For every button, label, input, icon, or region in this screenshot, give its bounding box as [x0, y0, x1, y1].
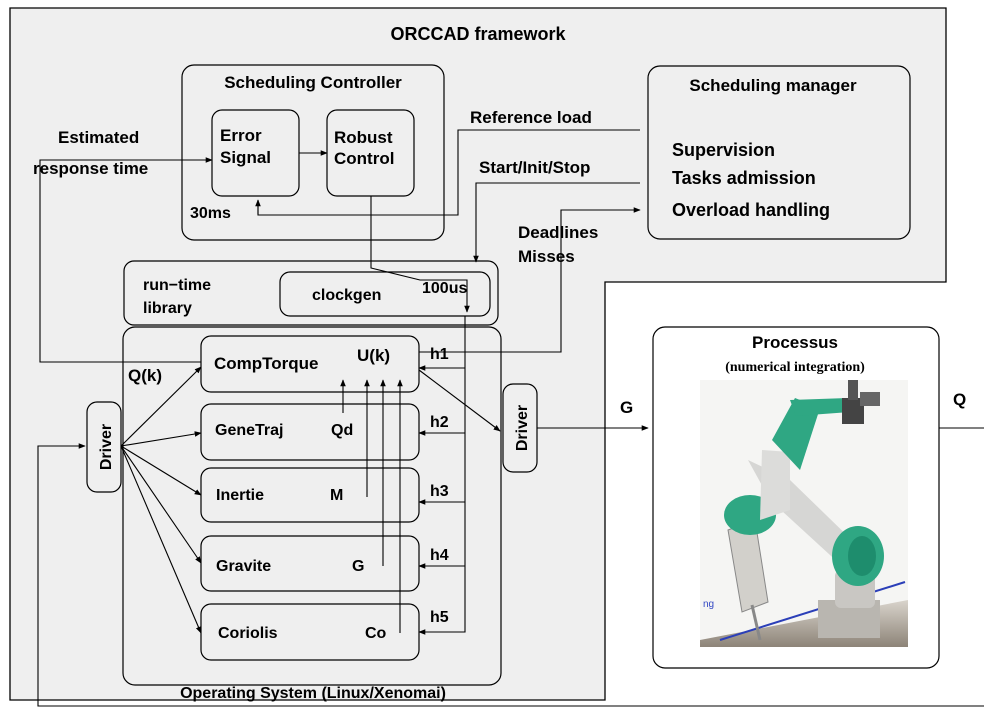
task-name-comptorque: CompTorque	[214, 354, 319, 373]
clock-label-h2: h2	[430, 414, 449, 431]
reference-load-label: Reference load	[470, 108, 592, 127]
driver-left-label: Driver	[98, 424, 115, 470]
clock-label-h1: h1	[430, 346, 449, 363]
runtime-library-label-1: run−time	[143, 277, 211, 294]
robot-arm-image: ng	[700, 380, 908, 647]
robust-control-label-2: Control	[334, 149, 394, 168]
estimated-response-label-1: Estimated	[58, 128, 139, 147]
processus-title: Processus	[752, 333, 838, 352]
robust-control-label-1: Robust	[334, 128, 393, 147]
manager-item-supervision: Supervision	[672, 140, 775, 160]
clock-label-h3: h3	[430, 483, 449, 500]
framework-region	[9, 7, 947, 701]
error-signal-label-1: Error	[220, 126, 262, 145]
connections	[37, 129, 984, 707]
runtime-library-box	[123, 260, 499, 326]
framework-title: ORCCAD framework	[390, 24, 566, 44]
controller-period-label: 30ms	[190, 205, 231, 222]
error-signal-label-2: Signal	[220, 148, 271, 167]
processus-subtitle: (numerical integration)	[725, 360, 865, 375]
task-output-coriolis: Co	[365, 625, 387, 642]
photo-caption-text: ng	[703, 599, 714, 610]
scheduling-controller-title: Scheduling Controller	[224, 73, 402, 92]
task-name-coriolis: Coriolis	[218, 625, 278, 642]
clockgen-box	[279, 271, 491, 317]
clockgen-label: clockgen	[312, 287, 381, 304]
driver-right-label: Driver	[514, 405, 531, 451]
task-box-comptorque	[200, 335, 420, 393]
task-output-genetraj: Qd	[331, 422, 353, 439]
task-name-gravite: Gravite	[216, 558, 271, 575]
deadlines-label-1: Deadlines	[518, 223, 598, 242]
clock-label-h5: h5	[430, 609, 449, 626]
runtime-library-label-2: library	[143, 300, 192, 317]
task-name-genetraj: GeneTraj	[215, 422, 283, 439]
scheduling-manager-box	[647, 65, 911, 240]
deadlines-label-2: Misses	[518, 247, 575, 266]
clockgen-period-label: 100us	[422, 280, 467, 297]
manager-item-tasks-admission: Tasks admission	[672, 168, 816, 188]
task-name-inertie: Inertie	[216, 487, 264, 504]
operating-system-title: Operating System (Linux/Xenomai)	[180, 685, 446, 702]
estimated-response-label-2: response time	[33, 159, 148, 178]
task-output-gravite: G	[352, 558, 364, 575]
manager-item-overload-handling: Overload handling	[672, 200, 830, 220]
task-output-comptorque: U(k)	[357, 346, 390, 365]
task-output-inertie: M	[330, 487, 343, 504]
qk-label: Q(k)	[128, 366, 162, 385]
g-output-label: G	[620, 398, 633, 417]
start-init-stop-label: Start/Init/Stop	[479, 158, 590, 177]
scheduling-manager-title: Scheduling manager	[689, 76, 857, 95]
operating-system-box	[122, 326, 502, 686]
q-output-label: Q	[953, 390, 966, 409]
clock-label-h4: h4	[430, 547, 449, 564]
scheduling-controller-box	[181, 64, 445, 241]
